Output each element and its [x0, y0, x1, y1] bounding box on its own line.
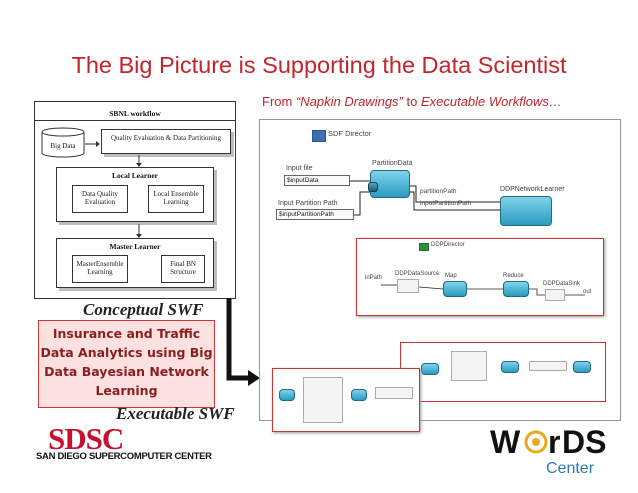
local-learner-box: Local Learner Data Quality Evaluation Lo… — [56, 167, 214, 222]
executable-swf-label: Executable SWF — [116, 404, 235, 423]
transition-arrow-icon — [226, 298, 260, 386]
input-partition-path-parameter[interactable]: $inputPartitionPath — [276, 209, 354, 220]
nested-actor[interactable] — [421, 363, 439, 375]
ddp-director-label: DDPDirector — [431, 242, 465, 248]
quality-evaluation-partition-box: Quality Evaluation & Data Partitioning — [101, 129, 231, 154]
slide-title: The Big Picture is Supporting the Data S… — [71, 52, 567, 78]
nested-parameter-box — [451, 351, 487, 381]
big-data-label: Big Data — [50, 142, 76, 150]
slide-subtitle: From “Napkin Drawings” to Executable Wor… — [262, 94, 562, 109]
partition-path-out-label: partitionPath — [420, 188, 457, 195]
nested-parameter-box — [303, 377, 343, 423]
words-gear-center-icon — [532, 438, 540, 446]
nested-actor[interactable] — [573, 361, 591, 373]
sdsc-tagline: SAN DIEGO SUPERCOMPUTER CENTER — [36, 451, 212, 462]
ddp-data-sink-label: DDPDataSink — [543, 281, 581, 287]
ddp-data-source-label: DDPDataSource — [395, 271, 440, 277]
ddp-data-sink-actor[interactable] — [545, 289, 565, 301]
subtitle-exec: Executable Workflows… — [420, 94, 562, 109]
application-line-4: Learning — [95, 383, 158, 398]
subtitle-to: to — [402, 94, 421, 109]
big-data-cylinder-icon — [41, 127, 85, 158]
nested-parameter-box — [375, 387, 413, 399]
words-center-logo: W r DS Center — [490, 424, 606, 477]
sbnl-workflow-title: SBNL workflow — [109, 109, 161, 118]
sdsc-logo-text: SDSC — [48, 424, 123, 452]
master-learner-title: Master Learner — [109, 242, 161, 251]
conceptual-swf-label: Conceptual SWF — [83, 300, 204, 319]
local-ensemble-learning-box: Local Ensemble Learning — [148, 185, 204, 213]
input-partition-path-port-label: inputPartitionPath — [420, 200, 472, 207]
arrow-right-icon — [85, 141, 100, 147]
ddp-subworkflow-panel: DDPDirector inPath DDPDataSource Map Red… — [356, 238, 604, 316]
partition-data-r-badge — [368, 182, 378, 192]
words-ds-text: DS — [562, 424, 606, 460]
final-bn-structure-box: Final BN Structure — [161, 255, 205, 283]
subtitle-from: From — [262, 94, 296, 109]
out-port-label: out — [583, 289, 592, 295]
application-description-box: Insurance and Traffic Data Analytics usi… — [38, 320, 215, 408]
map-actor[interactable] — [443, 281, 467, 297]
partition-data-label: PartitionData — [372, 160, 413, 167]
nested-parameter-box — [529, 361, 567, 371]
application-line-1: Insurance and Traffic — [52, 326, 201, 341]
ddp-data-source-actor[interactable] — [397, 279, 419, 293]
words-r-text: r — [548, 424, 560, 460]
input-data-parameter[interactable]: $inputData — [284, 175, 350, 186]
sdf-director-icon — [312, 130, 326, 142]
nested-actor[interactable] — [351, 389, 367, 401]
data-quality-evaluation-box: Data Quality Evaluation — [72, 185, 128, 213]
input-file-label: Input file — [286, 165, 313, 172]
master-subworkflow-panel — [400, 342, 606, 402]
words-w-text: W — [490, 424, 521, 460]
local-subworkflow-panel — [272, 368, 420, 432]
input-partition-path-label: Input Partition Path — [278, 200, 338, 207]
arrow-down-icon — [136, 224, 142, 238]
executable-workflow-panel: SDF Director Input file $inputData Parti… — [259, 119, 621, 432]
nested-actor[interactable] — [501, 361, 519, 373]
title-divider — [35, 120, 235, 121]
master-learner-box: Master Learner MasterEnsemble Learning F… — [56, 238, 214, 288]
words-gear-icon — [524, 430, 548, 454]
sdsc-logo: SDSC — [48, 424, 124, 452]
ddp-network-learner-actor[interactable] — [500, 196, 552, 226]
reduce-label: Reduce — [503, 273, 524, 279]
arrow-down-icon — [136, 155, 142, 167]
ddp-director-icon — [419, 243, 429, 251]
reduce-actor[interactable] — [503, 281, 529, 297]
master-ensemble-learning-box: MasterEnsemble Learning — [72, 255, 128, 283]
application-line-3: Data Bayesian Network — [44, 364, 209, 379]
map-label: Map — [445, 273, 457, 279]
nested-actor[interactable] — [279, 389, 295, 401]
conceptual-workflow-diagram: SBNL workflow Big Data Quality Evaluatio… — [34, 101, 236, 299]
ddp-network-learner-label: DDPNetworkLearner — [500, 186, 565, 193]
ddp-connections — [381, 284, 585, 296]
local-learner-title: Local Learner — [111, 171, 159, 180]
words-center-text: Center — [546, 460, 595, 477]
in-path-label: inPath — [365, 275, 383, 281]
sdf-connections — [350, 180, 500, 216]
application-line-2: Data Analytics using Big — [40, 345, 213, 360]
subtitle-napkin: “Napkin Drawings” — [295, 94, 403, 109]
sdf-director-label: SDF Director — [328, 129, 372, 138]
